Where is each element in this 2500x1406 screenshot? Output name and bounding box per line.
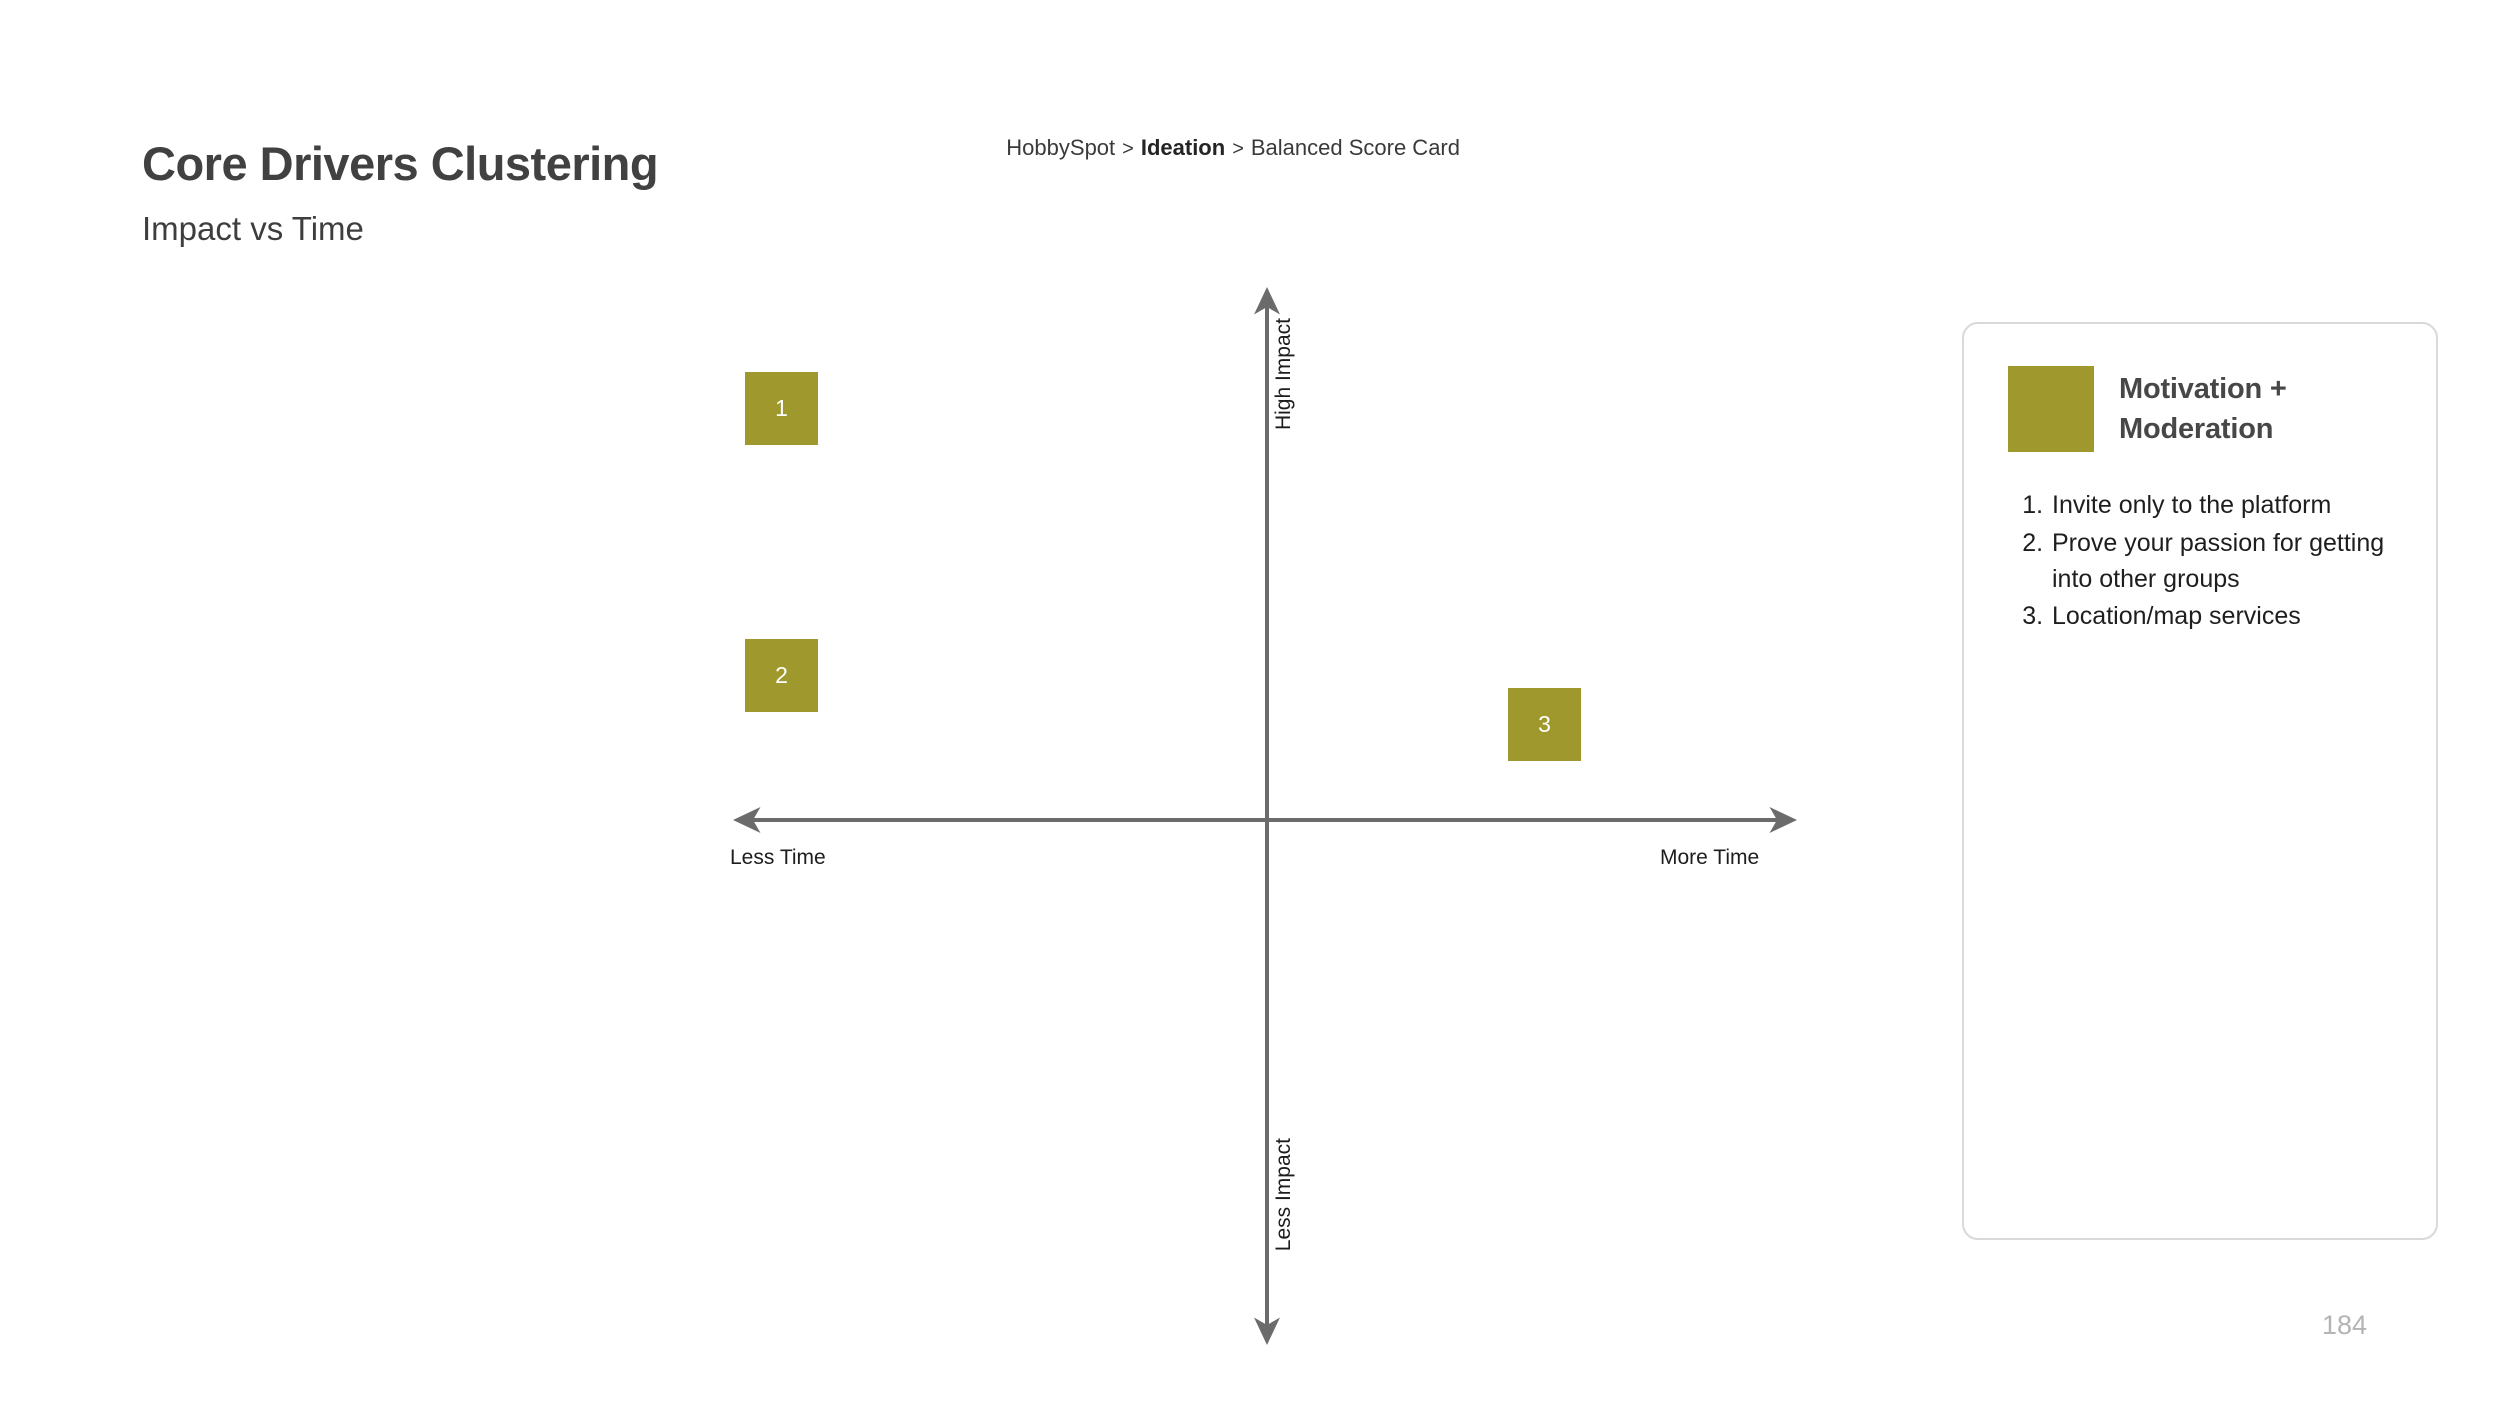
breadcrumb-item-hobbyspot[interactable]: HobbySpot [1006,135,1116,160]
page-number: 184 [2322,1310,2368,1340]
axis-label-more-time: More Time [1660,846,1760,869]
breadcrumb-separator-icon: > [1232,138,1244,160]
page-subtitle: Impact vs Time [142,210,364,247]
quadrant-axes [733,287,1797,1345]
data-point-marker-2[interactable]: 2 [745,639,818,712]
breadcrumb-separator-icon: > [1122,138,1134,160]
legend-title: Motivation + Moderation [2119,373,2287,446]
legend-color-swatch [2008,366,2094,452]
legend-card: Motivation + Moderation Invite only to t… [1962,322,2438,1240]
axis-label-high-impact: High Impact [1272,318,1295,431]
breadcrumb-item-balanced-score-card[interactable]: Balanced Score Card [1250,135,1460,160]
list-item: Location/map services [2050,599,2392,635]
impact-vs-time-quadrant-chart: Less Time More Time High Impact Less Imp… [720,278,1800,1348]
page-title: Core Drivers Clustering [142,137,659,190]
legend-header: Motivation + Moderation [2008,366,2392,452]
list-item: Invite only to the platform [2050,488,2392,524]
axis-label-less-time: Less Time [730,846,826,869]
axis-label-less-impact: Less Impact [1272,1138,1295,1252]
breadcrumb: HobbySpot > Ideation > Balanced Score Ca… [1006,135,1460,161]
legend-item-list: Invite only to the platform Prove your p… [2008,488,2392,635]
list-item: Prove your passion for getting into othe… [2050,526,2392,598]
breadcrumb-item-ideation[interactable]: Ideation [1140,135,1226,160]
data-point-marker-3[interactable]: 3 [1508,688,1581,761]
data-point-marker-1[interactable]: 1 [745,372,818,445]
